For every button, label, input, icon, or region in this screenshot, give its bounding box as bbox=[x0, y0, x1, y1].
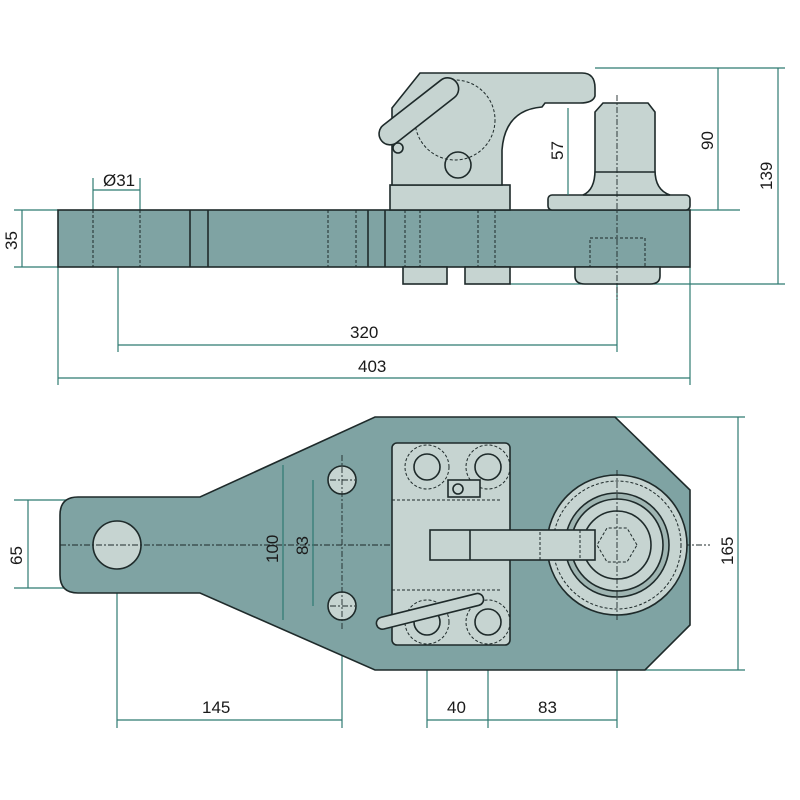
hidden-lines bbox=[92, 180, 646, 269]
plan-view: 65 100 83 165 145 40 83 bbox=[7, 416, 745, 728]
dim-bolt-to-pin: 83 bbox=[538, 698, 557, 717]
lever-plan bbox=[375, 592, 485, 631]
dim-hole-spacing: 320 bbox=[350, 323, 378, 342]
dim-thickness: 35 bbox=[2, 231, 21, 250]
dim-tab-width: 65 bbox=[7, 546, 26, 565]
dim-inner-bolt-spacing: 83 bbox=[293, 536, 312, 555]
dim-overall-width: 165 bbox=[718, 537, 737, 565]
dim-pin-height: 57 bbox=[548, 141, 567, 160]
nut-left bbox=[402, 266, 448, 285]
locking-bar bbox=[429, 529, 596, 561]
dim-hole-diameter: Ø31 bbox=[103, 171, 135, 190]
base-plate-plan bbox=[59, 416, 691, 671]
nut-right bbox=[464, 266, 511, 285]
bracket-body bbox=[391, 72, 596, 186]
dim-outer-bolt-spacing: 100 bbox=[263, 535, 282, 563]
coupling-pin bbox=[582, 102, 671, 196]
dim-hole-to-bolt: 145 bbox=[202, 698, 230, 717]
cone-washer bbox=[547, 194, 691, 211]
bracket-base bbox=[389, 184, 511, 211]
dim-bracket-bolt-spacing: 40 bbox=[447, 698, 466, 717]
dim-total-height: 139 bbox=[757, 162, 776, 190]
dim-top-height: 90 bbox=[698, 131, 717, 150]
lever-handle bbox=[378, 77, 460, 146]
pin-nut bbox=[574, 266, 661, 285]
dim-overall-length: 403 bbox=[358, 357, 386, 376]
side-view: Ø31 35 320 403 57 90 139 bbox=[2, 67, 785, 385]
base-plate bbox=[57, 209, 691, 268]
